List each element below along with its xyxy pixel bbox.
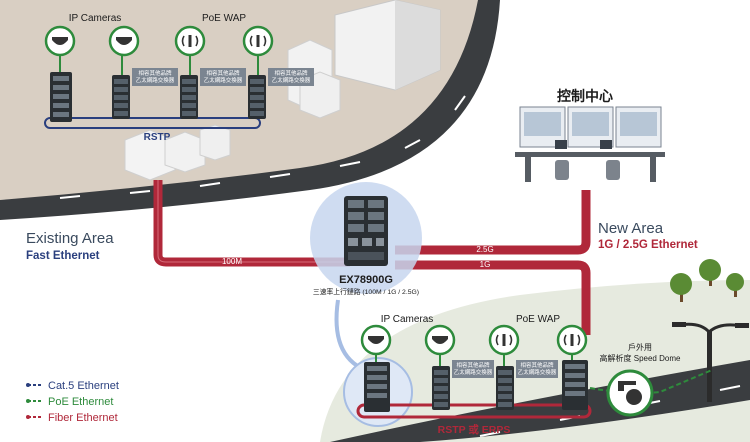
wifi-ap-icon [242,25,274,57]
compat-switch-caption-1b: 乙太網路交換器 [136,76,175,84]
link-100m-label: 100M [222,257,242,266]
poe-wap-label-top: PoE WAP [202,13,246,24]
new-area-title: New Area [598,220,664,237]
fiber-cables [153,180,591,335]
control-center [515,106,665,182]
speed-dome-label-line1: 戶外用 [628,342,652,352]
legend-item-poe: PoE Ethernet [48,396,113,408]
trees [670,259,744,302]
link-1g-label: 1G [480,260,491,269]
compat-switch-caption-5a: 相容其他品牌 [520,361,554,369]
compat-switch-caption-3b: 乙太網路交換器 [272,76,311,84]
legend: Cat.5 Ethernet PoE Ethernet Fiber Ethern… [26,380,119,424]
speed-dome-camera-icon [606,369,654,417]
rstp-erps-label: RSTP 或 ERPS [438,423,511,436]
wifi-ap-icon [174,25,206,57]
bottom-switches [364,360,588,412]
buildings-existing-area [124,0,441,181]
speed-dome-label-line2: 高解析度 Speed Dome [600,353,681,363]
ip-cameras-label-bottom: IP Cameras [381,314,434,325]
poe-links-top [59,55,259,75]
compat-switch-caption-5b: 乙太網路交換器 [518,368,557,376]
existing-area-title: Existing Area [26,230,114,247]
rstp-erps-ring [356,403,592,419]
rstp-ring-top [44,117,261,129]
core-switch-description: 三速率上行鏈路 (100M / 1G / 2.5G) [313,287,419,296]
street-lamp [672,322,749,402]
ip-cameras-label-top: IP Cameras [69,13,122,24]
camera-icon [108,25,140,57]
compat-switch-caption-2b: 乙太網路交換器 [204,76,243,84]
new-area-subtitle: 1G / 2.5G Ethernet [598,239,698,251]
legend-item-cat5: Cat.5 Ethernet [48,380,119,392]
camera-icon [44,25,76,57]
compat-switch-caption-3a: 相容其他品牌 [274,69,308,77]
wifi-ap-icon [556,324,588,356]
core-switch-model: EX78900G [339,274,393,286]
existing-area-subtitle: Fast Ethernet [26,250,100,262]
rstp-label-top: RSTP [144,132,171,143]
link-25g-label: 2.5G [476,245,493,254]
top-left-switches [50,68,314,122]
control-center-title: 控制中心 [557,88,613,104]
camera-icon [424,324,456,356]
compat-switch-caption-2a: 相容其他品牌 [206,69,240,77]
legend-item-fiber: Fiber Ethernet [48,412,118,424]
uplink-arc [334,299,366,372]
compat-switch-caption-4b: 乙太網路交換器 [454,368,493,376]
compat-switch-caption-1a: 相容其他品牌 [138,69,172,77]
camera-icon [360,324,392,356]
poe-wap-label-bottom: PoE WAP [516,314,560,325]
core-switch-device [344,196,388,266]
wifi-ap-icon [488,324,520,356]
compat-switch-caption-4a: 相容其他品牌 [456,361,490,369]
